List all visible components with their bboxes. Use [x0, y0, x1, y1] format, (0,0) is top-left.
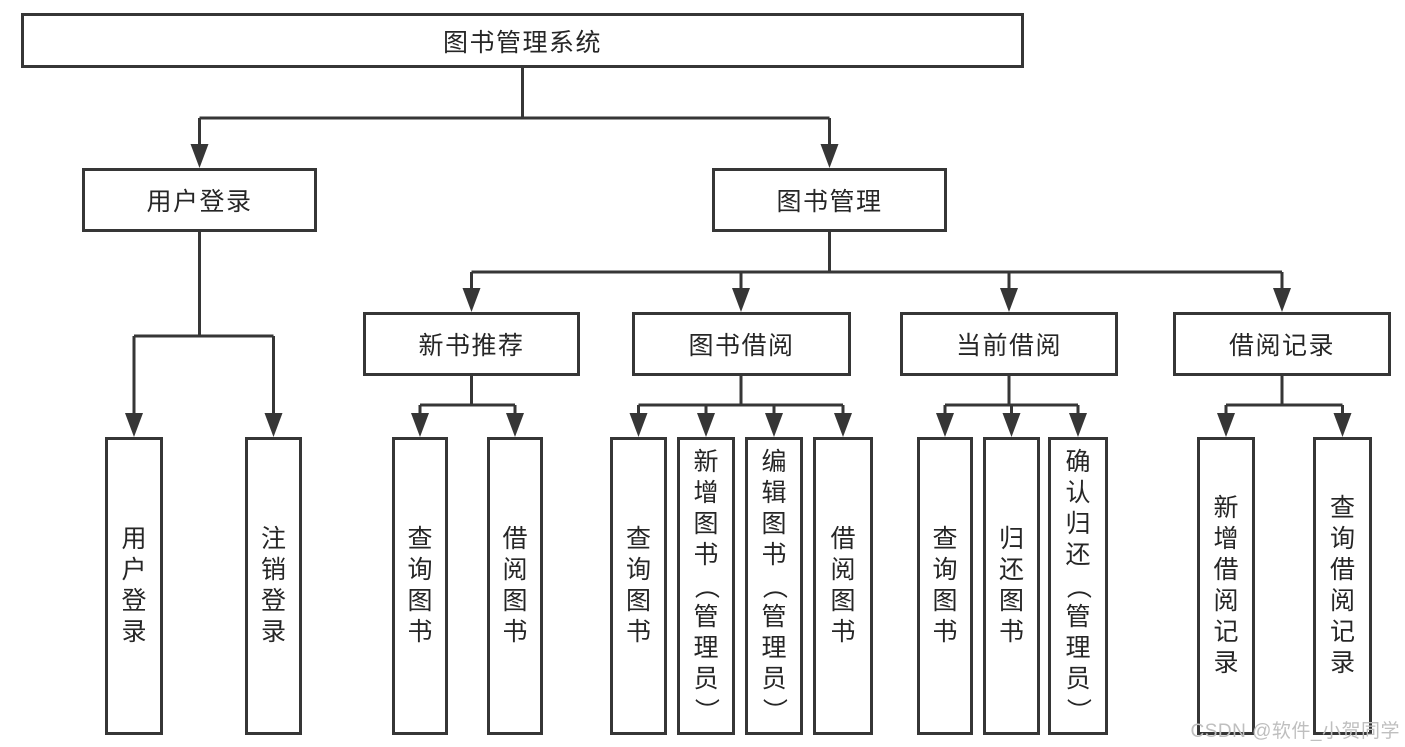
leaf-borrow-query-book-label: 查询图书 [625, 525, 651, 646]
node-book-borrow: 图书借阅 [632, 312, 851, 376]
node-root: 图书管理系统 [21, 13, 1024, 68]
leaf-newrec-query-book: 查询图书 [392, 437, 448, 735]
leaf-user-logout-label: 注销登录 [260, 525, 286, 646]
leaf-current-confirm-return-admin-label: 确认归还（管理员） [1064, 447, 1093, 723]
leaf-user-login: 用户登录 [105, 437, 163, 735]
node-root-label: 图书管理系统 [442, 28, 602, 57]
node-book-management-label: 图书管理 [776, 188, 883, 216]
leaf-borrow-borrow-book: 借阅图书 [813, 437, 873, 735]
leaf-borrow-query-book: 查询图书 [610, 437, 667, 735]
node-user-login: 用户登录 [82, 168, 317, 232]
leaf-newrec-query-book-label: 查询图书 [407, 525, 433, 646]
node-user-login-label: 用户登录 [146, 188, 253, 216]
node-book-borrow-label: 图书借阅 [688, 332, 795, 360]
leaf-current-return-book-label: 归还图书 [998, 525, 1024, 646]
leaf-current-return-book: 归还图书 [983, 437, 1040, 735]
leaf-record-add-borrow-record-label: 新增借阅记录 [1213, 494, 1239, 677]
leaf-current-confirm-return-admin: 确认归还（管理员） [1048, 437, 1108, 735]
leaf-record-query-borrow-record: 查询借阅记录 [1313, 437, 1372, 735]
leaf-current-query-book: 查询图书 [917, 437, 973, 735]
node-current-borrow-label: 当前借阅 [955, 332, 1062, 360]
leaf-newrec-borrow-book: 借阅图书 [487, 437, 543, 735]
node-borrow-record-label: 借阅记录 [1228, 332, 1335, 360]
node-borrow-record: 借阅记录 [1173, 312, 1391, 376]
csdn-watermark: CSDN @软件_小贺同学 [1190, 721, 1400, 742]
node-book-management: 图书管理 [712, 168, 947, 232]
node-new-book-recommend: 新书推荐 [363, 312, 580, 376]
node-new-book-recommend-label: 新书推荐 [418, 332, 525, 360]
leaf-borrow-edit-book-admin: 编辑图书（管理员） [745, 437, 803, 735]
leaf-record-query-borrow-record-label: 查询借阅记录 [1329, 494, 1355, 677]
leaf-borrow-borrow-book-label: 借阅图书 [830, 525, 856, 646]
node-current-borrow: 当前借阅 [900, 312, 1118, 376]
leaf-record-add-borrow-record: 新增借阅记录 [1197, 437, 1255, 735]
leaf-borrow-edit-book-admin-label: 编辑图书（管理员） [760, 447, 789, 723]
arrowheads [125, 144, 1352, 437]
leaf-user-login-label: 用户登录 [121, 525, 147, 646]
leaf-borrow-add-book-admin: 新增图书（管理员） [677, 437, 735, 735]
leaf-user-logout: 注销登录 [245, 437, 302, 735]
leaf-borrow-add-book-admin-label: 新增图书（管理员） [692, 447, 721, 723]
leaf-newrec-borrow-book-label: 借阅图书 [502, 525, 528, 646]
leaf-current-query-book-label: 查询图书 [932, 525, 958, 646]
